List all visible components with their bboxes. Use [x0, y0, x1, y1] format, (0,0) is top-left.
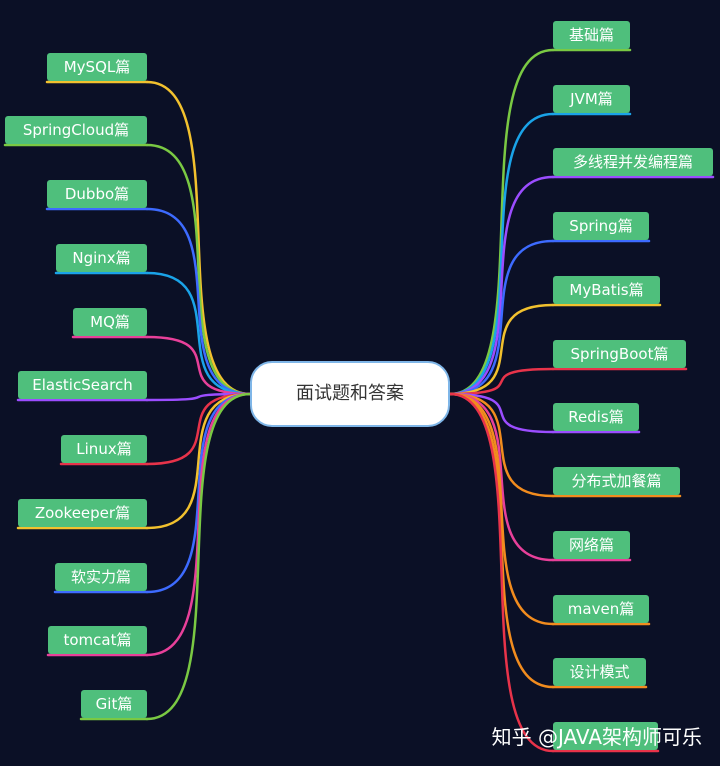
topic-distributed[interactable]: 分布式加餐篇	[553, 467, 680, 495]
right-link-9	[448, 392, 555, 626]
topic-git[interactable]: Git篇	[81, 690, 147, 718]
topic-basics[interactable]: 基础篇	[553, 21, 630, 49]
topic-spring[interactable]: Spring篇	[553, 212, 649, 240]
left-link-3	[145, 271, 252, 396]
topic-jvm[interactable]: JVM篇	[553, 85, 630, 113]
topic-redis[interactable]: Redis篇	[553, 403, 639, 431]
topic-maven[interactable]: maven篇	[553, 595, 649, 623]
left-link-8	[145, 392, 252, 594]
topic-linux[interactable]: Linux篇	[61, 435, 147, 463]
topic-springboot[interactable]: SpringBoot篇	[553, 340, 686, 368]
topic-dubbo[interactable]: Dubbo篇	[47, 180, 147, 208]
left-link-4	[145, 335, 252, 396]
topic-mq[interactable]: MQ篇	[73, 308, 147, 336]
left-link-10	[145, 392, 252, 721]
topic-soft-skills[interactable]: 软实力篇	[55, 563, 147, 591]
right-link-5	[448, 367, 555, 396]
right-link-2	[448, 175, 555, 396]
left-link-0	[145, 80, 252, 396]
right-link-4	[448, 303, 555, 396]
topic-hidden[interactable]	[553, 722, 658, 750]
left-link-7	[145, 392, 252, 530]
right-link-1	[448, 112, 555, 396]
topic-nginx[interactable]: Nginx篇	[56, 244, 147, 272]
topic-springcloud[interactable]: SpringCloud篇	[5, 116, 147, 144]
central-topic[interactable]: 面试题和答案	[250, 361, 450, 427]
left-link-2	[145, 207, 252, 396]
right-link-8	[448, 392, 555, 562]
topic-elasticsearch[interactable]: ElasticSearch	[18, 371, 147, 399]
topic-mybatis[interactable]: MyBatis篇	[553, 276, 660, 304]
topic-design-patterns[interactable]: 设计模式	[553, 658, 646, 686]
topic-mysql[interactable]: MySQL篇	[47, 53, 147, 81]
left-link-9	[145, 392, 252, 657]
topic-multithreading[interactable]: 多线程并发编程篇	[553, 148, 713, 176]
right-link-7	[448, 392, 555, 498]
topic-zookeeper[interactable]: Zookeeper篇	[18, 499, 147, 527]
left-link-5	[145, 392, 252, 402]
right-link-6	[448, 392, 555, 434]
left-link-6	[145, 392, 252, 466]
watermark: 知乎 @JAVA架构师可乐	[491, 725, 702, 749]
right-link-3	[448, 239, 555, 396]
topic-network[interactable]: 网络篇	[553, 531, 630, 559]
topic-tomcat[interactable]: tomcat篇	[48, 626, 147, 654]
right-link-11	[448, 392, 555, 753]
right-link-0	[448, 48, 555, 396]
left-link-1	[145, 143, 252, 396]
